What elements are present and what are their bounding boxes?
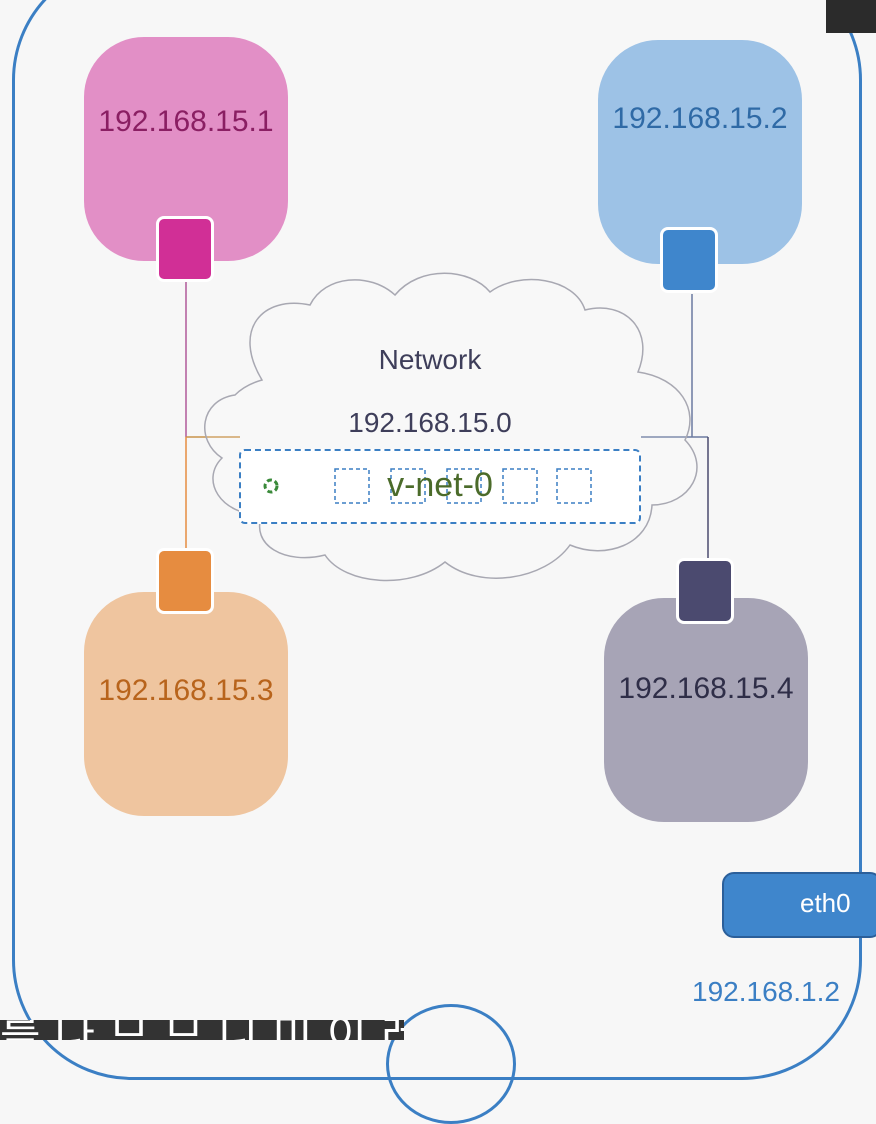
- bridge-slot-3: [446, 468, 482, 504]
- bridge-slot-4: [502, 468, 538, 504]
- eth0-label: eth0: [800, 888, 851, 918]
- namespace-1-ip: 192.168.15.1: [98, 105, 274, 138]
- subtitle-bar: 를 나 므 므 니 미 이 레 음: [0, 1020, 404, 1040]
- namespace-2-port: [660, 227, 718, 293]
- bottom-connector-arc: [386, 1004, 516, 1124]
- bridge-slot-5: [556, 468, 592, 504]
- bridge-slot-2: [390, 468, 426, 504]
- bridge-label: v-net-0: [387, 466, 493, 504]
- subtitle-text: 를 나 므 므 니 미 이 레 음: [0, 1020, 404, 1040]
- namespace-4: 192.168.15.4: [604, 598, 808, 822]
- namespace-4-port: [676, 558, 734, 624]
- namespace-3-port: [156, 548, 214, 614]
- bridge-v-net-0[interactable]: [239, 449, 641, 524]
- namespace-2-ip: 192.168.15.2: [612, 102, 788, 135]
- loading-spinner-icon: [263, 478, 279, 494]
- namespace-1-port: [156, 216, 214, 282]
- network-title: Network: [378, 344, 482, 375]
- window-corner-block: [826, 0, 876, 33]
- namespace-2: 192.168.15.2: [598, 40, 802, 264]
- host-ip: 192.168.1.2: [692, 976, 840, 1007]
- bridge-slot-1: [334, 468, 370, 504]
- namespace-4-ip: 192.168.15.4: [618, 672, 794, 705]
- namespace-3-ip: 192.168.15.3: [98, 674, 274, 707]
- bridge-decorations: [263, 468, 592, 504]
- network-subnet: 192.168.15.0: [348, 407, 512, 438]
- eth0-interface[interactable]: [722, 872, 876, 938]
- namespace-3: 192.168.15.3: [84, 592, 288, 816]
